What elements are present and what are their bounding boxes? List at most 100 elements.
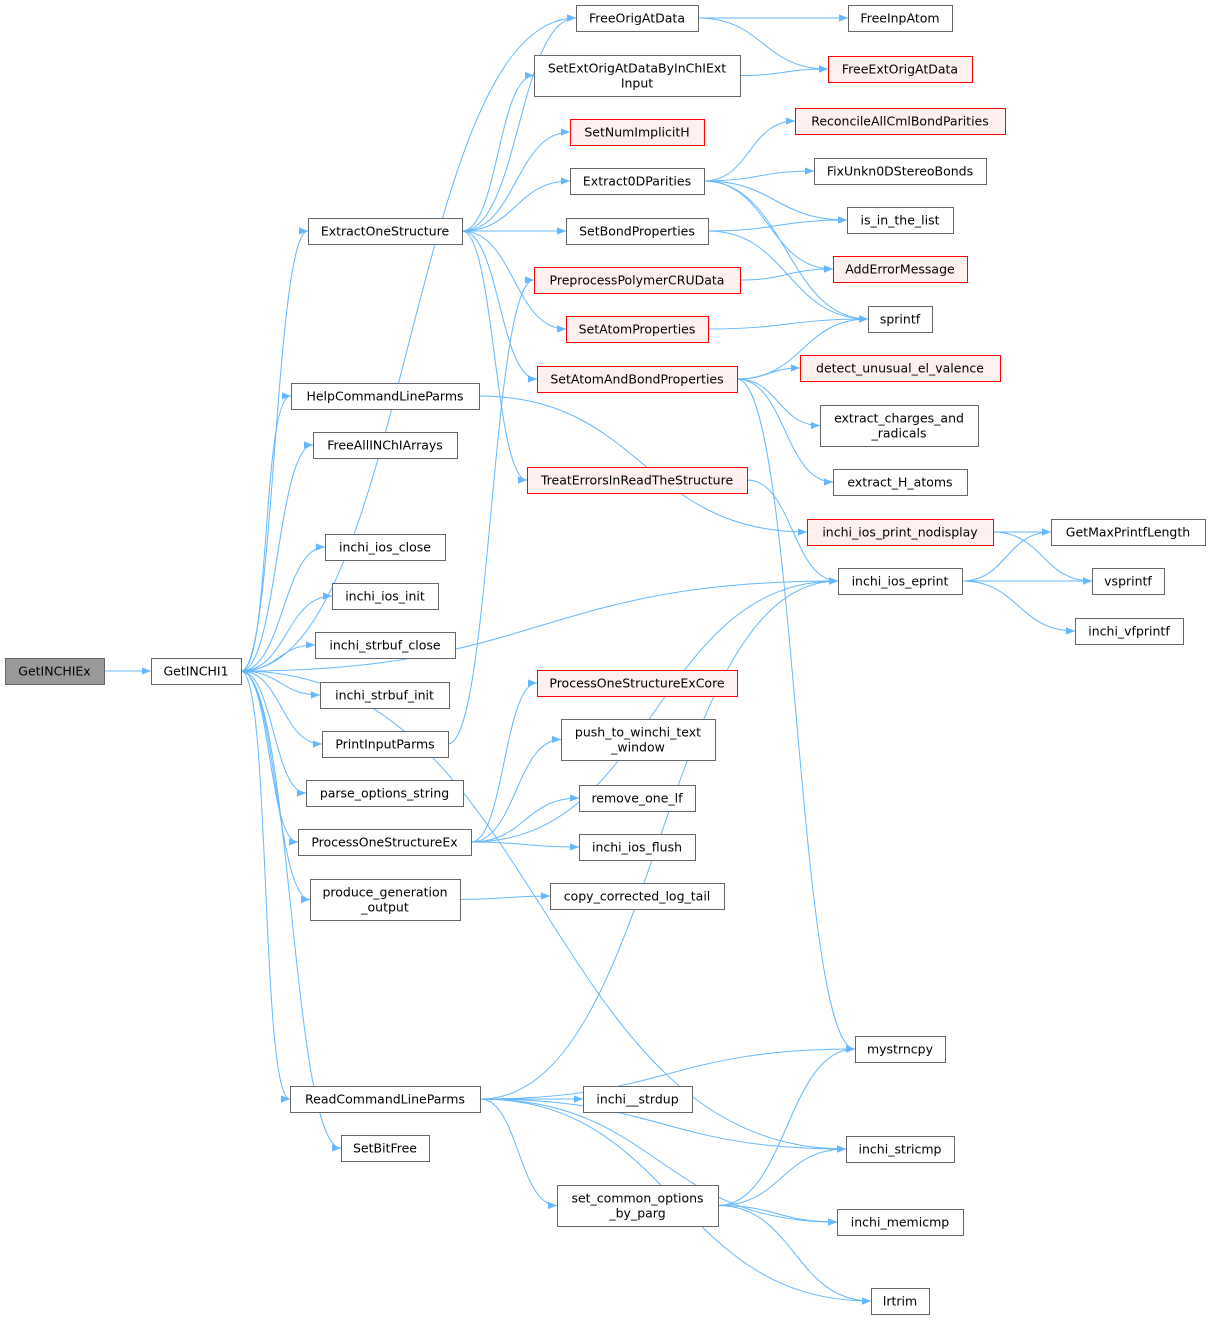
node-add-error-message[interactable]: AddErrorMessage	[833, 256, 968, 283]
edge-inchi-ios-eprint-to-inchi-vfprintf	[961, 580, 1076, 635]
node-process-one-structure-ex-core[interactable]: ProcessOneStructureExCore	[537, 670, 738, 697]
node-set-common-options-by-parg[interactable]: set_common_options_by_parg	[557, 1185, 719, 1227]
node-label: sprintf	[880, 312, 921, 327]
node-label: remove_one_lf	[591, 791, 683, 806]
node-label: inchi_ios_flush	[592, 840, 682, 855]
edge-set-atom-and-bond-properties-to-extract-charges-and-radicals	[736, 378, 821, 430]
node-inchi-memicmp[interactable]: inchi_memicmp	[837, 1209, 964, 1236]
node-inchi-ios-close[interactable]: inchi_ios_close	[325, 534, 446, 561]
node-extract0-dparities[interactable]: Extract0DParities	[570, 168, 705, 195]
node-inchi-ios-init[interactable]: inchi_ios_init	[332, 583, 439, 610]
node-extract-charges-and-radicals[interactable]: extract_charges_and_radicals	[820, 405, 979, 447]
node-remove-one-lf[interactable]: remove_one_lf	[579, 785, 696, 812]
node-inchi-ios-print-nodisplay[interactable]: inchi_ios_print_nodisplay	[807, 519, 994, 546]
node-process-one-structure-ex[interactable]: ProcessOneStructureEx	[298, 829, 472, 856]
node-free-ext-orig-at-data[interactable]: FreeExtOrigAtData	[828, 56, 973, 83]
node-get-inchiex[interactable]: GetINCHIEx	[5, 658, 105, 685]
edge-get-inchi1-to-inchi-strbuf-init	[240, 670, 321, 699]
node-help-command-line-parms[interactable]: HelpCommandLineParms	[291, 383, 480, 410]
node-box	[846, 1136, 955, 1163]
node-vsprintf[interactable]: vsprintf	[1092, 568, 1165, 595]
node-sprintf[interactable]: sprintf	[868, 306, 933, 333]
node-label: extract_H_atoms	[847, 475, 952, 490]
node-inchi-strbuf-close[interactable]: inchi_strbuf_close	[315, 632, 456, 659]
node-treat-errors-in-read-the-structure[interactable]: TreatErrorsInReadTheStructure	[527, 467, 748, 494]
node-label: extract_charges_and	[834, 411, 964, 426]
node-label: SetAtomProperties	[579, 322, 696, 337]
edge-produce-generation-output-to-copy-corrected-log-tail	[459, 892, 551, 900]
node-inchi-vfprintf[interactable]: inchi_vfprintf	[1075, 618, 1184, 645]
node-read-command-line-parms[interactable]: ReadCommandLineParms	[290, 1086, 481, 1113]
node-inchi-strbuf-init[interactable]: inchi_strbuf_init	[320, 682, 450, 709]
edge-preprocess-polymer-crudata-to-add-error-message	[739, 265, 834, 281]
node-label: PreprocessPolymerCRUData	[550, 273, 725, 288]
node-preprocess-polymer-crudata[interactable]: PreprocessPolymerCRUData	[534, 267, 741, 294]
node-lrtrim[interactable]: lrtrim	[871, 1288, 930, 1315]
edge-process-one-structure-ex-to-remove-one-lf	[470, 794, 580, 843]
node-set-num-implicit-h[interactable]: SetNumImplicitH	[570, 119, 705, 146]
edge-extract-one-structure-to-free-orig-at-data	[461, 14, 577, 232]
node-label: is_in_the_list	[860, 213, 939, 228]
edge-set-common-options-by-parg-to-lrtrim	[717, 1205, 872, 1305]
node-box	[838, 568, 963, 595]
edges-layer	[104, 14, 1093, 1305]
node-detect-unusual-el-valence[interactable]: detect_unusual_el_valence	[800, 355, 1001, 382]
node-set-bit-free[interactable]: SetBitFree	[341, 1135, 430, 1162]
node-inchi-ios-flush[interactable]: inchi_ios_flush	[579, 834, 696, 861]
edge-get-inchi1-to-inchi-ios-eprint	[240, 577, 839, 672]
node-label: vsprintf	[1104, 574, 1152, 589]
node-set-atom-and-bond-properties[interactable]: SetAtomAndBondProperties	[537, 366, 738, 393]
node-produce-generation-output[interactable]: produce_generation_output	[310, 879, 461, 921]
node-get-inchi1[interactable]: GetINCHI1	[151, 658, 242, 685]
node-free-orig-at-data[interactable]: FreeOrigAtData	[576, 5, 699, 32]
node-free-inp-atom[interactable]: FreeInpAtom	[848, 5, 953, 32]
node-box	[828, 56, 973, 83]
edge-get-inchi1-to-extract-one-structure	[240, 227, 309, 672]
node-box	[579, 834, 696, 861]
node-label: TreatErrorsInReadTheStructure	[540, 473, 734, 488]
edge-process-one-structure-ex-to-push-to-winchi-text-window	[470, 735, 562, 843]
node-box	[291, 383, 480, 410]
node-inchi-ios-eprint[interactable]: inchi_ios_eprint	[838, 568, 963, 595]
node-label: AddErrorMessage	[845, 262, 955, 277]
node-parse-options-string[interactable]: parse_options_string	[306, 780, 464, 807]
node-extract-one-structure[interactable]: ExtractOneStructure	[308, 218, 463, 245]
edge-extract0-dparities-to-sprintf	[703, 180, 869, 323]
node-label: SetNumImplicitH	[584, 125, 689, 140]
node-extract-h-atoms[interactable]: extract_H_atoms	[833, 469, 968, 496]
node-fix-unkn0-dstereo-bonds[interactable]: FixUnkn0DStereoBonds	[814, 158, 987, 185]
node-label: SetAtomAndBondProperties	[550, 372, 723, 387]
edge-set-bond-properties-to-is-in-the-list	[707, 216, 848, 232]
node-get-max-printf-length[interactable]: GetMaxPrintfLength	[1051, 519, 1206, 546]
node-label: inchi_vfprintf	[1088, 624, 1170, 639]
node-mystrncpy[interactable]: mystrncpy	[855, 1036, 946, 1063]
node-label: mystrncpy	[867, 1042, 934, 1057]
node-inchi-strdup[interactable]: inchi__strdup	[583, 1086, 693, 1113]
node-copy-corrected-log-tail[interactable]: copy_corrected_log_tail	[550, 883, 725, 910]
node-box	[570, 119, 705, 146]
node-label: GetINCHIEx	[18, 664, 90, 679]
node-label: PrintInputParms	[335, 737, 434, 752]
node-box	[795, 108, 1006, 135]
node-label: SetBitFree	[353, 1141, 417, 1156]
node-push-to-winchi-text-window[interactable]: push_to_winchi_text_window	[561, 719, 716, 761]
edge-get-inchi1-to-print-input-parms	[240, 670, 323, 748]
node-inchi-stricmp[interactable]: inchi_stricmp	[846, 1136, 955, 1163]
node-box	[1051, 519, 1206, 546]
node-reconcile-all-cml-bond-parities[interactable]: ReconcileAllCmlBondParities	[795, 108, 1006, 135]
node-box	[848, 5, 953, 32]
node-label: FreeOrigAtData	[589, 11, 685, 26]
node-box	[322, 731, 449, 758]
node-set-atom-properties[interactable]: SetAtomProperties	[566, 316, 709, 343]
node-box	[820, 405, 979, 447]
node-set-bond-properties[interactable]: SetBondProperties	[566, 218, 709, 245]
edge-set-atom-and-bond-properties-to-mystrncpy	[736, 378, 856, 1053]
node-box	[566, 316, 709, 343]
node-print-input-parms[interactable]: PrintInputParms	[322, 731, 449, 758]
node-box	[151, 658, 242, 685]
node-free-all-inch-iarrays[interactable]: FreeAllINChIArrays	[313, 432, 458, 459]
node-label: SetExtOrigAtDataByInChIExt	[548, 61, 726, 76]
node-is-in-the-list[interactable]: is_in_the_list	[847, 207, 954, 234]
